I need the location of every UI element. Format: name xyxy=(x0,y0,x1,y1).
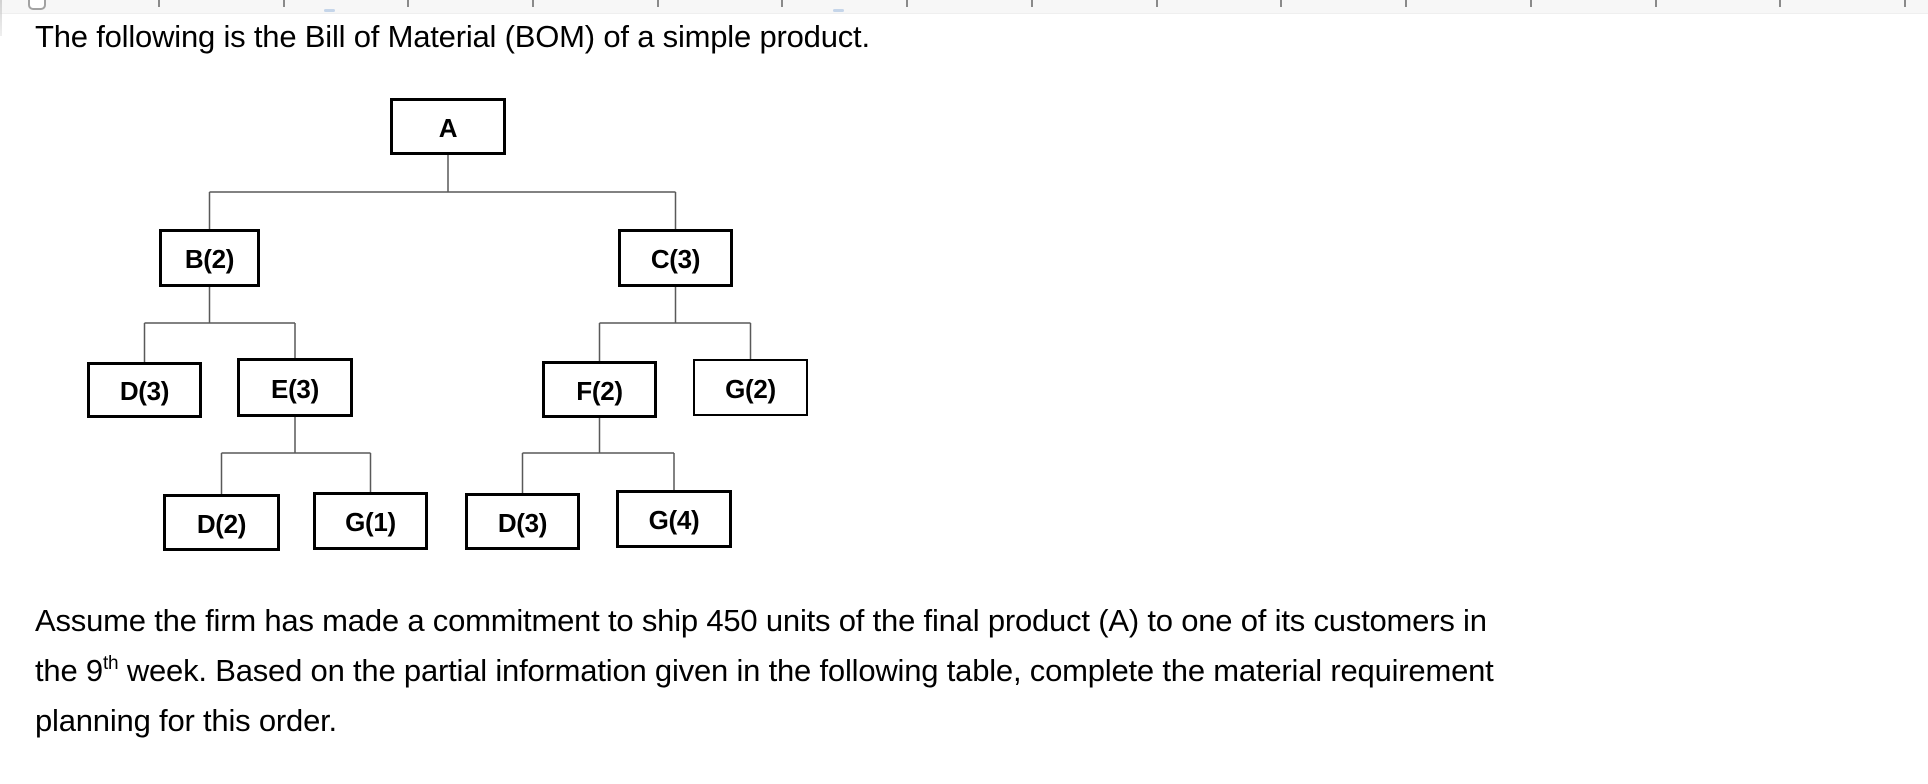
paragraph-line-2: the 9th week. Based on the partial infor… xyxy=(35,646,1494,696)
bom-node-G2: G(1) xyxy=(313,492,428,550)
bom-node-D1: D(3) xyxy=(87,362,202,418)
bom-node-label: D(2) xyxy=(196,508,247,539)
text-cursor-mark xyxy=(324,9,335,12)
ruler-tick xyxy=(1655,0,1657,7)
bom-node-label: G(4) xyxy=(648,505,700,535)
ruler xyxy=(0,0,1928,14)
bom-node-label: G(2) xyxy=(725,373,776,404)
bom-node-label: G(1) xyxy=(345,507,396,537)
bom-node-label: D(3) xyxy=(497,507,548,538)
window-edge xyxy=(0,0,2,36)
bom-node-D2: D(2) xyxy=(163,494,280,551)
ruler-tick xyxy=(1779,0,1781,7)
bom-node-E: E(3) xyxy=(237,358,353,417)
problem-statement-paragraph[interactable]: Assume the firm has made a commitment to… xyxy=(35,596,1494,746)
ruler-tick xyxy=(906,0,908,7)
bom-node-B: B(2) xyxy=(159,229,260,287)
bom-node-label: D(3) xyxy=(119,376,170,406)
ruler-tick xyxy=(1280,0,1282,7)
ruler-tick xyxy=(158,0,160,7)
bom-node-label: B(2) xyxy=(184,244,235,274)
paragraph-line-3: planning for this order. xyxy=(35,696,1494,746)
paragraph-line-2-prefix: the 9 xyxy=(35,653,103,688)
ruler-tick xyxy=(781,0,783,7)
problem-statement-heading[interactable]: The following is the Bill of Material (B… xyxy=(35,19,870,54)
bom-node-label: A xyxy=(438,112,458,143)
paragraph-line-1: Assume the firm has made a commitment to… xyxy=(35,596,1494,646)
bom-node-A: A xyxy=(390,98,506,155)
bom-node-label: C(3) xyxy=(650,244,701,274)
bom-node-F: F(2) xyxy=(542,361,657,418)
bom-node-G3: G(4) xyxy=(616,490,732,548)
ruler-tick xyxy=(1031,0,1033,7)
indent-marker-icon[interactable] xyxy=(28,0,46,10)
ruler-tick xyxy=(283,0,285,7)
text-cursor-mark xyxy=(833,9,844,12)
ruler-tick xyxy=(532,0,534,7)
bom-node-C: C(3) xyxy=(618,229,733,287)
ruler-tick xyxy=(1904,0,1906,7)
bom-node-D3: D(3) xyxy=(465,493,580,550)
ruler-tick xyxy=(1156,0,1158,7)
paragraph-line-3-text: planning for this order. xyxy=(35,703,337,738)
ruler-tick xyxy=(1405,0,1407,7)
bom-node-G1: G(2) xyxy=(693,359,808,416)
ruler-tick xyxy=(657,0,659,7)
paragraph-line-1-text: Assume the firm has made a commitment to… xyxy=(35,603,1487,638)
ruler-tick xyxy=(1530,0,1532,7)
bom-node-label: E(3) xyxy=(271,373,319,404)
ruler-tick xyxy=(407,0,409,7)
bom-connector-path xyxy=(143,155,752,494)
ordinal-superscript: th xyxy=(102,653,119,674)
bom-node-label: F(2) xyxy=(576,375,623,406)
paragraph-line-2-rest: week. Based on the partial information g… xyxy=(118,653,1494,688)
